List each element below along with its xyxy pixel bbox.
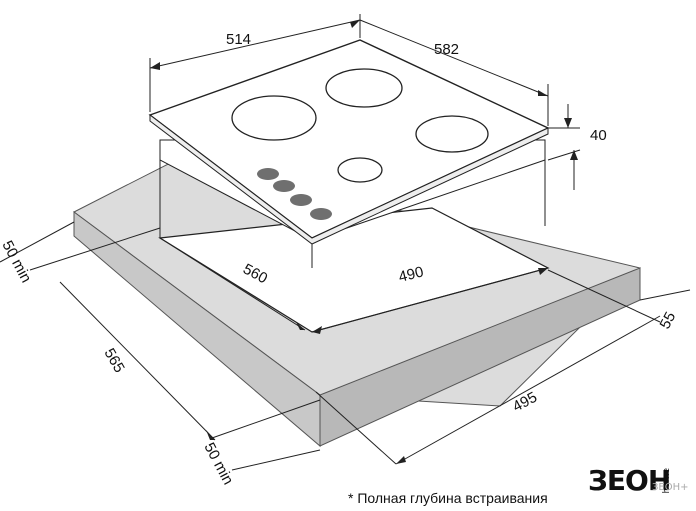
dim-top-width: 514: [226, 31, 251, 48]
burner-small-front: [337, 157, 383, 183]
logo-tag-text: ЗЕОН+: [652, 482, 689, 493]
dim-worktop-depth: 565: [101, 346, 128, 376]
dim-left-gap: 50 min: [0, 238, 35, 286]
dim-front-gap: 50 min: [200, 440, 236, 488]
dim-cutout-width: 490: [397, 263, 425, 286]
logo-main-text: ЗЕОН: [588, 464, 671, 497]
hob-top-edge: [149, 113, 549, 245]
burner-large-back: [325, 68, 403, 108]
control-knobs: [257, 168, 332, 220]
knob: [273, 180, 295, 192]
dim-top-depth: 582: [434, 41, 459, 58]
dim-worktop-width: 495: [510, 389, 540, 416]
knob: [290, 194, 312, 206]
dim-height: 40: [590, 127, 607, 144]
brand-logo: ЗЕОН home ЗЕОН+: [588, 464, 692, 504]
dimension-lines: [0, 14, 691, 471]
knob: [310, 208, 332, 220]
burner-large-left: [231, 95, 317, 141]
footnote: * Полная глубина встраивания: [348, 490, 548, 506]
dim-right-gap: 55: [657, 309, 680, 332]
knob: [257, 168, 279, 180]
burner-medium-right: [415, 115, 489, 153]
